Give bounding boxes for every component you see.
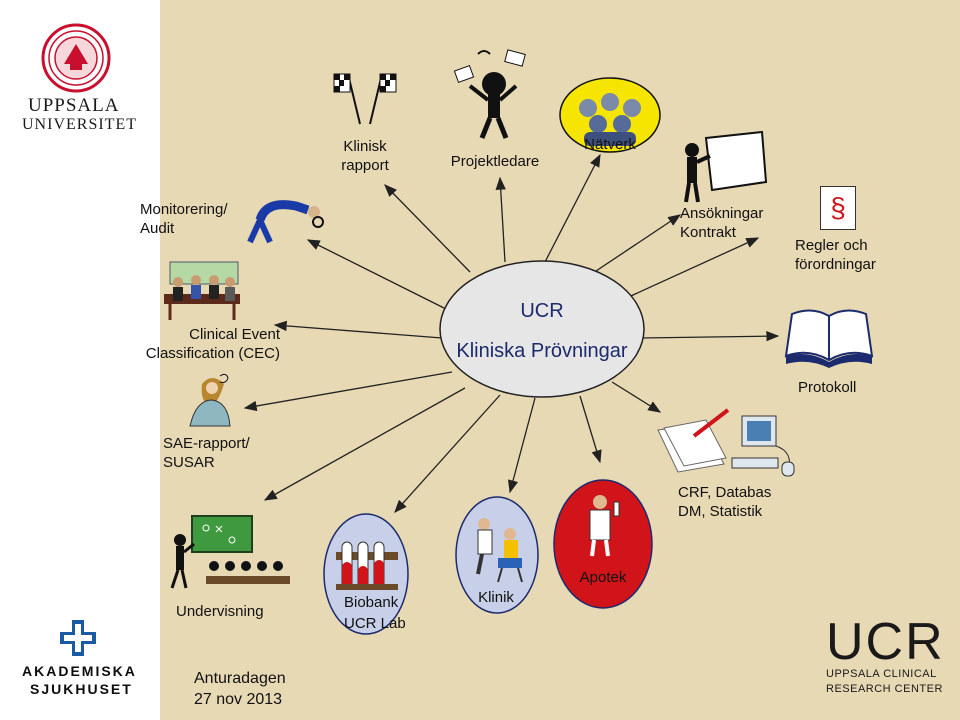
node-regler-line2: förordningar bbox=[795, 256, 876, 273]
pharmacist-icon bbox=[553, 479, 653, 609]
node-biobank-line1: Biobank bbox=[344, 594, 399, 611]
akademiska-logo-line2: SJUKHUSET bbox=[30, 681, 133, 697]
node-klinisk-rapport-line2: rapport bbox=[341, 157, 389, 174]
node-ansokningar-line1: Ansökningar bbox=[680, 205, 764, 222]
node-sae-line1: SAE-rapport/ bbox=[163, 435, 250, 452]
test-tubes-icon bbox=[323, 513, 409, 635]
node-crf-line1: CRF, Databas bbox=[678, 484, 772, 501]
node-protokoll: Protokoll bbox=[798, 379, 857, 396]
doctor-patient-icon bbox=[455, 496, 539, 614]
juggling-person-icon bbox=[453, 49, 526, 139]
node-monitorering-line1: Monitorering/ bbox=[140, 201, 228, 218]
checkered-flags-icon bbox=[333, 73, 397, 125]
network-people-icon bbox=[559, 77, 661, 153]
center-ellipse bbox=[439, 260, 645, 398]
node-klinik: Klinik bbox=[478, 589, 514, 606]
magnifier-person-icon bbox=[247, 200, 324, 244]
open-book-icon bbox=[784, 309, 874, 368]
meeting-group-icon bbox=[164, 261, 240, 320]
ucr-logo-sub-line1: UPPSALA CLINICAL bbox=[826, 668, 937, 680]
uppsala-logo-line2: UNIVERSITET bbox=[22, 116, 137, 133]
classroom-teacher-icon bbox=[170, 515, 290, 589]
event-name: Anturadagen bbox=[194, 670, 286, 687]
node-cec-line2: Classification (CEC) bbox=[145, 345, 280, 362]
law-document-icon: § bbox=[820, 186, 856, 230]
node-monitorering-line2: Audit bbox=[140, 220, 175, 237]
node-apotek: Apotek bbox=[579, 569, 627, 586]
node-ansokningar-line2: Kontrakt bbox=[680, 224, 736, 241]
center-subtitle: Kliniska Prövningar bbox=[456, 340, 628, 362]
ucr-logo-sub-line2: RESEARCH CENTER bbox=[826, 683, 943, 695]
node-klinisk-rapport-line1: Klinisk bbox=[343, 138, 387, 155]
akademiska-logo-line1: AKADEMISKA bbox=[22, 663, 137, 679]
left-logo-panel: UPPSALA UNIVERSITET AKADEMISKA SJUKHUSET bbox=[0, 0, 160, 720]
node-sae-line2: SUSAR bbox=[163, 454, 215, 471]
akademiska-cross-icon bbox=[60, 620, 96, 656]
node-regler-line1: Regler och bbox=[795, 237, 868, 254]
event-date: 27 nov 2013 bbox=[194, 691, 283, 708]
uppsala-logo-line1: UPPSALA bbox=[28, 95, 120, 116]
node-biobank-line2: UCR Lab bbox=[344, 615, 406, 632]
paragraph-symbol: § bbox=[830, 192, 846, 223]
ucr-logo-mark: UCR bbox=[826, 613, 945, 671]
woman-with-cup-icon bbox=[189, 373, 231, 427]
node-cec-line1: Clinical Event bbox=[189, 326, 280, 343]
node-projektledare: Projektledare bbox=[450, 153, 540, 170]
uppsala-seal-icon bbox=[41, 23, 111, 93]
sign-holder-icon bbox=[684, 130, 768, 203]
node-undervisning: Undervisning bbox=[176, 603, 264, 620]
center-title: UCR bbox=[520, 300, 564, 322]
node-natverk: Nätverk bbox=[584, 136, 636, 153]
node-crf-line2: DM, Statistik bbox=[678, 503, 763, 520]
papers-computer-icon bbox=[657, 408, 795, 477]
